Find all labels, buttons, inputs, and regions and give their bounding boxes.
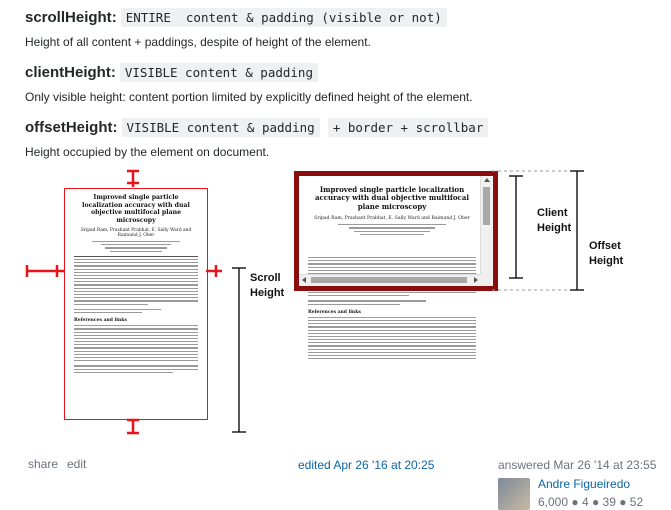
code-snippet: ENTIRE content & padding (visible or not…: [120, 8, 447, 27]
horizontal-scrollbar[interactable]: [299, 274, 481, 286]
term-name: offsetHeight: [25, 119, 113, 136]
scroll-paper: Improved single particle localization ac…: [64, 188, 208, 420]
code-snippet: VISIBLE content & padding: [119, 63, 318, 82]
paper-refs-heading: References and links: [74, 318, 127, 324]
scroll-top-marker: [127, 169, 139, 187]
scrollbar-thumb-horizontal[interactable]: [311, 277, 467, 283]
colon: :: [111, 9, 117, 26]
scroll-up-arrow-icon[interactable]: [484, 178, 490, 182]
colon: :: [112, 119, 118, 136]
code-snippet-extra: + border + scrollbar: [327, 118, 489, 137]
scroll-height-dimension: [232, 267, 246, 433]
definition-description: Height occupied by the element on docume…: [25, 145, 270, 159]
offset-paper: Improved single particle localization ac…: [292, 172, 492, 418]
term-name: clientHeight: [25, 64, 111, 81]
code-snippet: VISIBLE content & padding: [121, 118, 320, 137]
avatar[interactable]: [498, 478, 530, 510]
scroll-bottom-marker: [127, 418, 139, 435]
definition-heading: scrollHeight:ENTIRE content & padding (v…: [25, 8, 447, 27]
paper-authors: Sripad Ram, Prashant Prabhat, E. Sally W…: [80, 228, 192, 238]
post-footer: share edit edited Apr 26 '16 at 20:25 an…: [0, 452, 671, 510]
scroll-right-arrow-icon[interactable]: [474, 277, 478, 283]
paper-title: Improved single particle localization ac…: [314, 185, 470, 211]
scrollbar-thumb[interactable]: [483, 187, 490, 225]
colon: :: [110, 64, 116, 81]
definition-clientheight: clientHeight:VISIBLE content & padding O…: [25, 63, 473, 104]
vertical-scrollbar[interactable]: [480, 176, 493, 286]
definition-heading: offsetHeight:VISIBLE content & padding +…: [25, 118, 489, 137]
user-name-link[interactable]: Andre Figueiredo: [538, 477, 631, 491]
scroll-height-label: Scroll Height: [250, 271, 284, 301]
paper-authors: Sripad Ram, Prashant Prabhat, E. Sally W…: [314, 216, 470, 222]
paper-refs-heading: References and links: [308, 309, 361, 315]
scroll-right-marker: [206, 265, 222, 277]
scroll-left-arrow-icon[interactable]: [302, 277, 306, 283]
edit-link[interactable]: edit: [67, 457, 87, 471]
edited-timestamp-link[interactable]: edited Apr 26 '16 at 20:25: [298, 458, 435, 472]
dashed-guides: [492, 170, 570, 291]
dimension-markers: [25, 169, 584, 435]
client-area-frame: [294, 171, 498, 291]
label-line: Offset: [589, 240, 621, 252]
definition-description: Only visible height: content portion lim…: [25, 90, 473, 104]
client-height-dimension: [509, 175, 523, 279]
scroll-left-marker: [25, 265, 64, 277]
label-line: Height: [589, 255, 624, 267]
offset-height-label: Offset Height: [589, 239, 623, 269]
label-line: Scroll: [250, 272, 281, 284]
definition-scrollheight: scrollHeight:ENTIRE content & padding (v…: [25, 8, 447, 49]
paper-title: Improved single particle localization ac…: [82, 194, 190, 224]
offset-height-dimension: [570, 170, 584, 291]
share-link[interactable]: share: [28, 457, 59, 471]
height-diagram: Improved single particle localization ac…: [22, 162, 662, 442]
label-line: Client: [537, 207, 568, 219]
answered-timestamp: answered Mar 26 '14 at 23:55: [498, 458, 657, 472]
term-name: scrollHeight: [25, 9, 112, 26]
user-reputation: 6,000 ● 4 ● 39 ● 52: [538, 495, 644, 509]
client-height-label: Client Height: [537, 206, 571, 236]
definition-offsetheight: offsetHeight:VISIBLE content & padding +…: [25, 118, 489, 159]
definition-description: Height of all content + paddings, despit…: [25, 35, 371, 49]
definition-heading: clientHeight:VISIBLE content & padding: [25, 63, 473, 82]
label-line: Height: [250, 287, 285, 299]
label-line: Height: [537, 222, 572, 234]
